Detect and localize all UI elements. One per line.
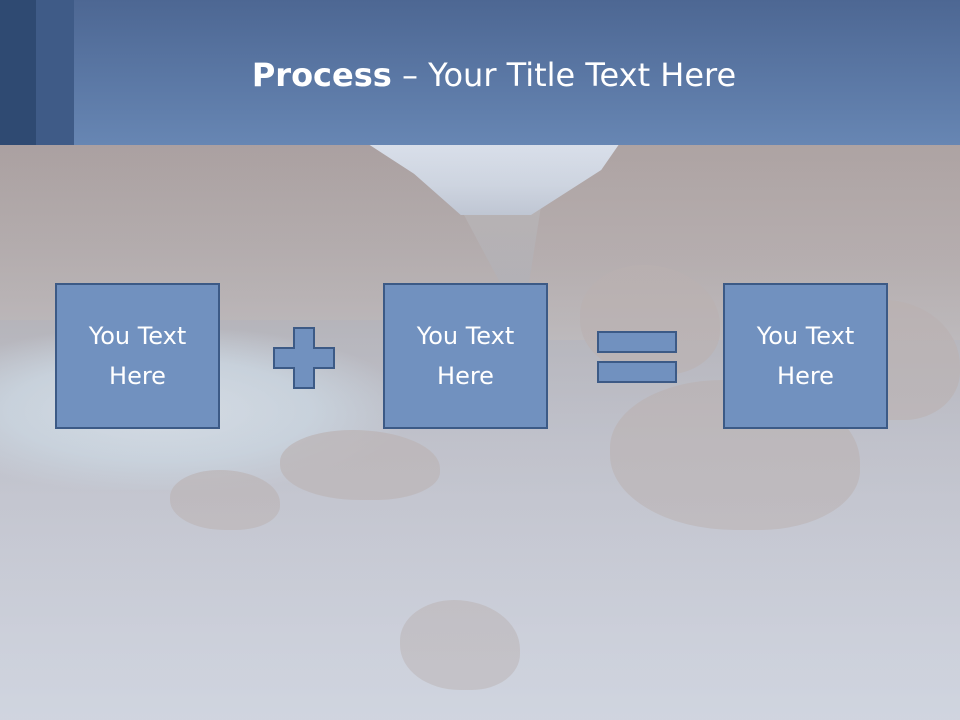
equals-bar-top	[597, 331, 677, 353]
slide-title-rest: – Your Title Text Here	[391, 56, 737, 94]
title-accent-mid	[36, 0, 74, 145]
plus-icon	[273, 327, 335, 389]
equals-bar-bottom	[597, 361, 677, 383]
title-accent-dark	[0, 0, 36, 145]
slide-title: Process – Your Title Text Here	[74, 52, 914, 98]
process-box-3[interactable]: You Text Here	[723, 283, 888, 429]
process-box-2[interactable]: You Text Here	[383, 283, 548, 429]
process-box-1[interactable]: You Text Here	[55, 283, 220, 429]
slide-title-bold: Process	[251, 56, 392, 94]
title-bar: Process – Your Title Text Here	[0, 0, 960, 145]
equals-icon	[597, 331, 677, 383]
